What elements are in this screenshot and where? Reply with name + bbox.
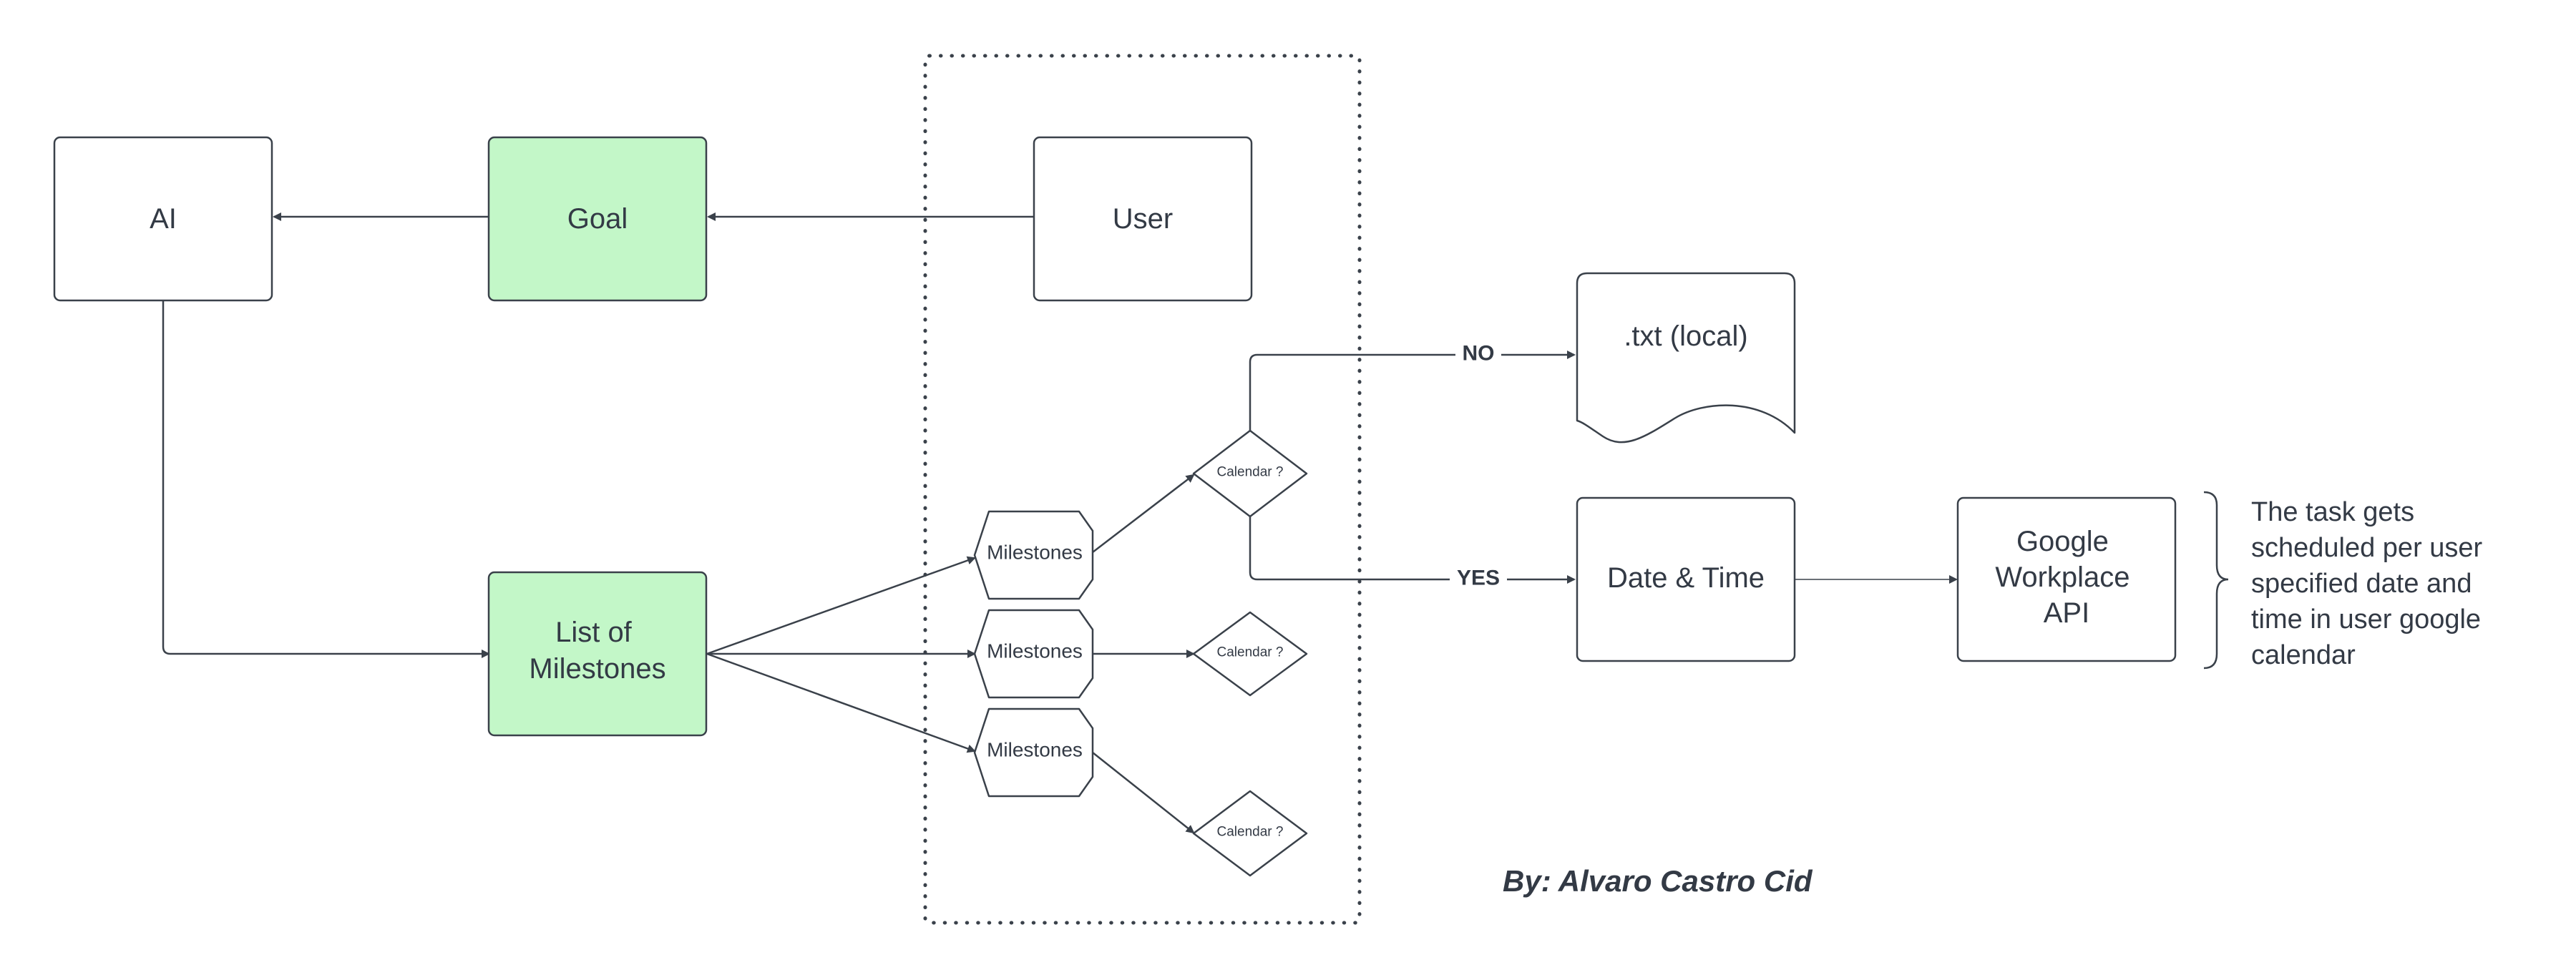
milestones-label-2: Milestones — [987, 640, 1083, 662]
user-node: User — [1033, 136, 1253, 302]
yes-label: YES — [1457, 567, 1500, 590]
google-api-line-2: Workplace — [1995, 562, 2129, 593]
edges — [162, 212, 1958, 834]
date-time-label: Date & Time — [1607, 562, 1765, 594]
note-brace — [2203, 491, 2229, 670]
user-boundary — [923, 54, 1362, 925]
milestones-node-2: Milestones — [973, 609, 1094, 699]
edge-labels: NO YES — [1450, 341, 1507, 592]
ai-node: AI — [53, 136, 273, 302]
edge-calendar-no — [1249, 351, 1576, 431]
goal-label: Goal — [567, 203, 628, 235]
calendar-label-1: Calendar ? — [1217, 465, 1284, 480]
note-text: The task gets scheduled per user specifi… — [2251, 497, 2490, 670]
milestones-label-1: Milestones — [987, 542, 1083, 564]
edge-ai-to-list — [162, 300, 490, 658]
google-api-line-3: API — [2044, 597, 2089, 629]
user-label: User — [1113, 203, 1173, 235]
milestones-label-3: Milestones — [987, 739, 1083, 761]
ai-label: AI — [150, 203, 177, 235]
calendar-label-3: Calendar ? — [1217, 825, 1284, 840]
edge-list-to-milestones-3 — [706, 652, 976, 753]
note-line-1: The task gets — [2251, 497, 2414, 527]
txt-local-label: .txt (local) — [1624, 320, 1747, 352]
list-of-milestones-line-2: Milestones — [529, 653, 665, 685]
list-of-milestones-node: List of Milestones — [487, 571, 708, 737]
edge-milestones-3-to-calendar-3 — [1092, 752, 1195, 834]
txt-local-document: .txt (local) — [1576, 272, 1796, 444]
list-of-milestones-line-1: List of — [555, 617, 633, 648]
milestones-node-3: Milestones — [973, 707, 1094, 798]
author-credit: By: Alvaro Castro Cid — [1503, 864, 1813, 898]
no-label: NO — [1463, 342, 1495, 366]
calendar-decision-1: Calendar ? — [1192, 429, 1308, 518]
list-of-milestones-label: List of Milestones — [529, 617, 665, 685]
calendar-decision-2: Calendar ? — [1192, 611, 1308, 697]
google-api-label: Google Workplace API — [1995, 526, 2137, 629]
note-line-5: calendar — [2251, 640, 2356, 670]
calendar-decision-3: Calendar ? — [1192, 790, 1308, 877]
calendar-label-2: Calendar ? — [1217, 645, 1284, 660]
goal-node: Goal — [487, 136, 708, 302]
note-line-2: scheduled per user — [2251, 533, 2483, 563]
google-workplace-api-node: Google Workplace API — [1956, 496, 2177, 662]
edge-calendar-yes — [1249, 516, 1576, 584]
edge-list-to-milestones-1 — [706, 556, 976, 655]
edge-milestones-1-to-calendar-1 — [1092, 474, 1195, 553]
google-api-line-1: Google — [2016, 526, 2109, 557]
note-line-3: specified date and — [2251, 569, 2472, 599]
milestones-node-1: Milestones — [973, 510, 1094, 600]
date-time-node: Date & Time — [1576, 496, 1796, 662]
note-line-4: time in user google — [2251, 604, 2481, 635]
